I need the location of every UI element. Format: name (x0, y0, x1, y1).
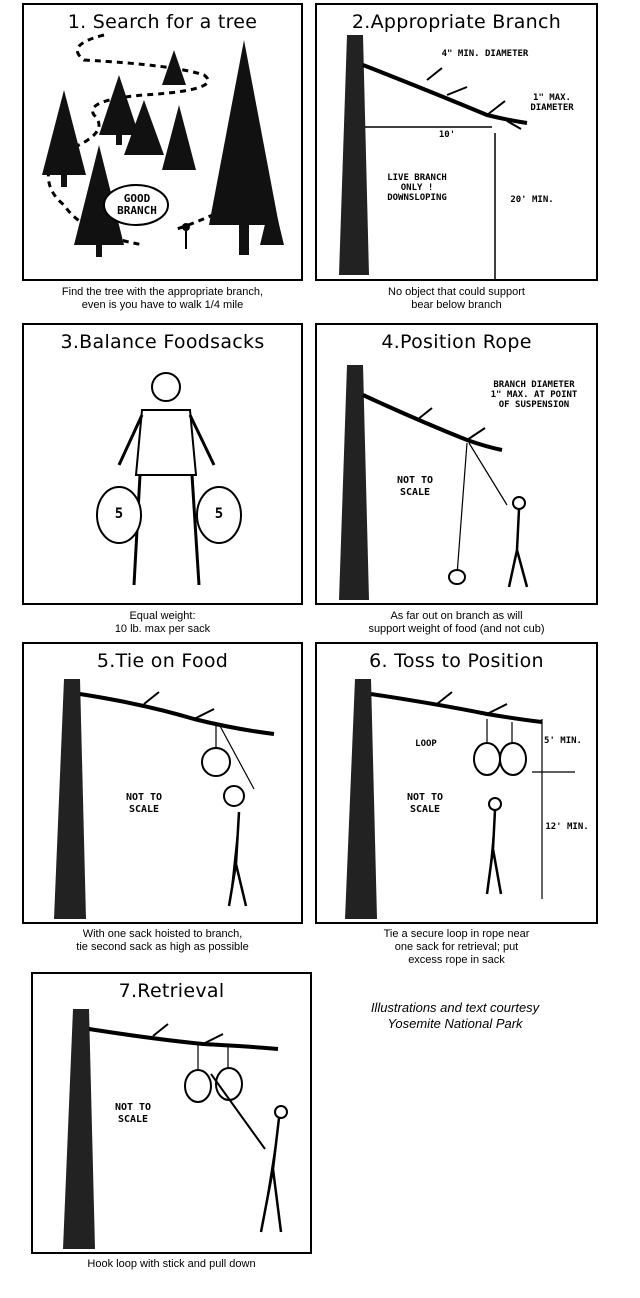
retrieval-illustration (33, 974, 310, 1252)
not-to-scale-label: NOT TO SCALE (395, 792, 455, 816)
distance-label: 10' (432, 130, 462, 140)
panel-tie-on-food: 5.Tie on Food NOT TO SCALE (22, 642, 303, 924)
panel-appropriate-branch: 2.Appropriate Branch 4" MIN. DIAMETER 1"… (315, 3, 598, 281)
toss-illustration (317, 644, 596, 922)
live-branch-label: LIVE BRANCH ONLY ! DOWNSLOPING (372, 173, 462, 203)
good-branch-label: GOOD BRANCH (112, 193, 162, 217)
rope-illustration (317, 325, 596, 603)
min-diameter-label: 4" MIN. DIAMETER (425, 49, 545, 59)
branch-diameter-label: BRANCH DIAMETER 1" MAX. AT POINT OF SUSP… (479, 380, 589, 410)
five-min-label: 5' MIN. (543, 736, 583, 746)
tie-food-illustration (24, 644, 301, 922)
tree-illustration (24, 5, 301, 279)
panel-position-rope: 4.Position Rope BRANCH DIAMETER 1" MAX. … (315, 323, 598, 605)
sack-right-label: 5 (212, 507, 226, 521)
panel-caption: With one sack hoisted to branch, tie sec… (22, 928, 303, 954)
height-label: 20' MIN. (502, 195, 562, 205)
panel-retrieval: 7.Retrieval NOT TO SCALE (31, 972, 312, 1254)
not-to-scale-label: NOT TO SCALE (385, 475, 445, 499)
panel-caption: Hook loop with stick and pull down (31, 1258, 312, 1271)
panel-caption: Tie a secure loop in rope near one sack … (315, 928, 598, 967)
branch-illustration (317, 5, 596, 279)
panel-caption: No object that could support bear below … (315, 286, 598, 312)
panel-search-tree: 1. Search for a tree GOOD BRANCH (22, 3, 303, 281)
not-to-scale-label: NOT TO SCALE (114, 792, 174, 816)
panel-toss-to-position: 6. Toss to Position LOOP 5' MIN. 12' MIN… (315, 642, 598, 924)
panel-caption: Find the tree with the appropriate branc… (22, 286, 303, 312)
twelve-min-label: 12' MIN. (543, 822, 591, 832)
panel-caption: Equal weight: 10 lb. max per sack (22, 610, 303, 636)
credit-text: Illustrations and text courtesy Yosemite… (330, 1000, 580, 1032)
panel-caption: As far out on branch as will support wei… (315, 610, 598, 636)
sack-left-label: 5 (112, 507, 126, 521)
panel-balance-foodsacks: 3.Balance Foodsacks 5 5 (22, 323, 303, 605)
not-to-scale-label: NOT TO SCALE (103, 1102, 163, 1126)
max-diameter-label: 1" MAX. DIAMETER (522, 93, 582, 113)
loop-label: LOOP (409, 739, 443, 749)
person-illustration (24, 325, 301, 603)
